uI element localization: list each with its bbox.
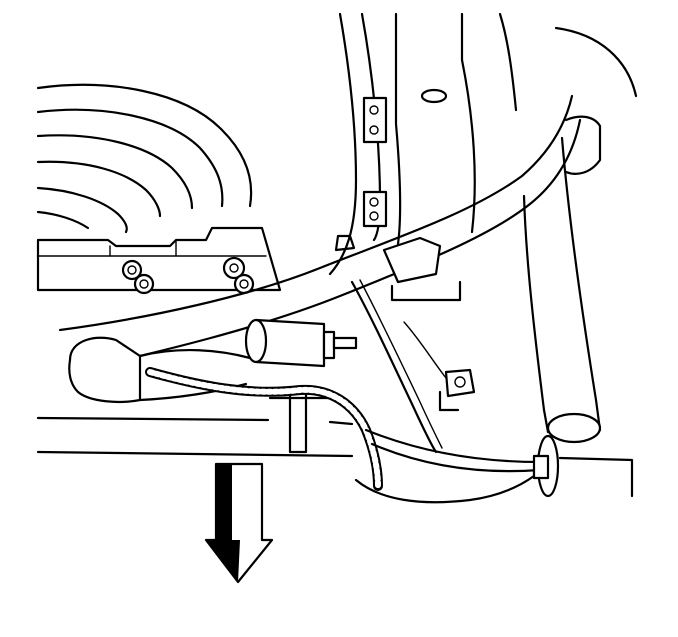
floor-edge [36, 416, 634, 498]
harness-clip-post [268, 390, 332, 454]
nut-left-upper [121, 259, 143, 281]
harness-grommet [532, 434, 560, 498]
crossmember-tube [58, 26, 638, 374]
upper-left-ribbed-panel [36, 83, 253, 234]
nut-right-lower [233, 273, 255, 295]
brake-line [350, 279, 443, 454]
mounting-bracket [36, 226, 282, 292]
nut-left-lower [133, 273, 155, 295]
wire-clip [403, 321, 476, 412]
wiring-harness [145, 367, 542, 491]
frame-rail [328, 12, 518, 276]
nut-right-upper [222, 256, 246, 280]
right-strut [522, 115, 602, 444]
sensor [244, 318, 358, 368]
direction-arrow-down-icon [204, 462, 274, 584]
lower-hose [354, 474, 536, 504]
hose-elbow [68, 336, 252, 404]
inner-bracket [334, 234, 462, 302]
